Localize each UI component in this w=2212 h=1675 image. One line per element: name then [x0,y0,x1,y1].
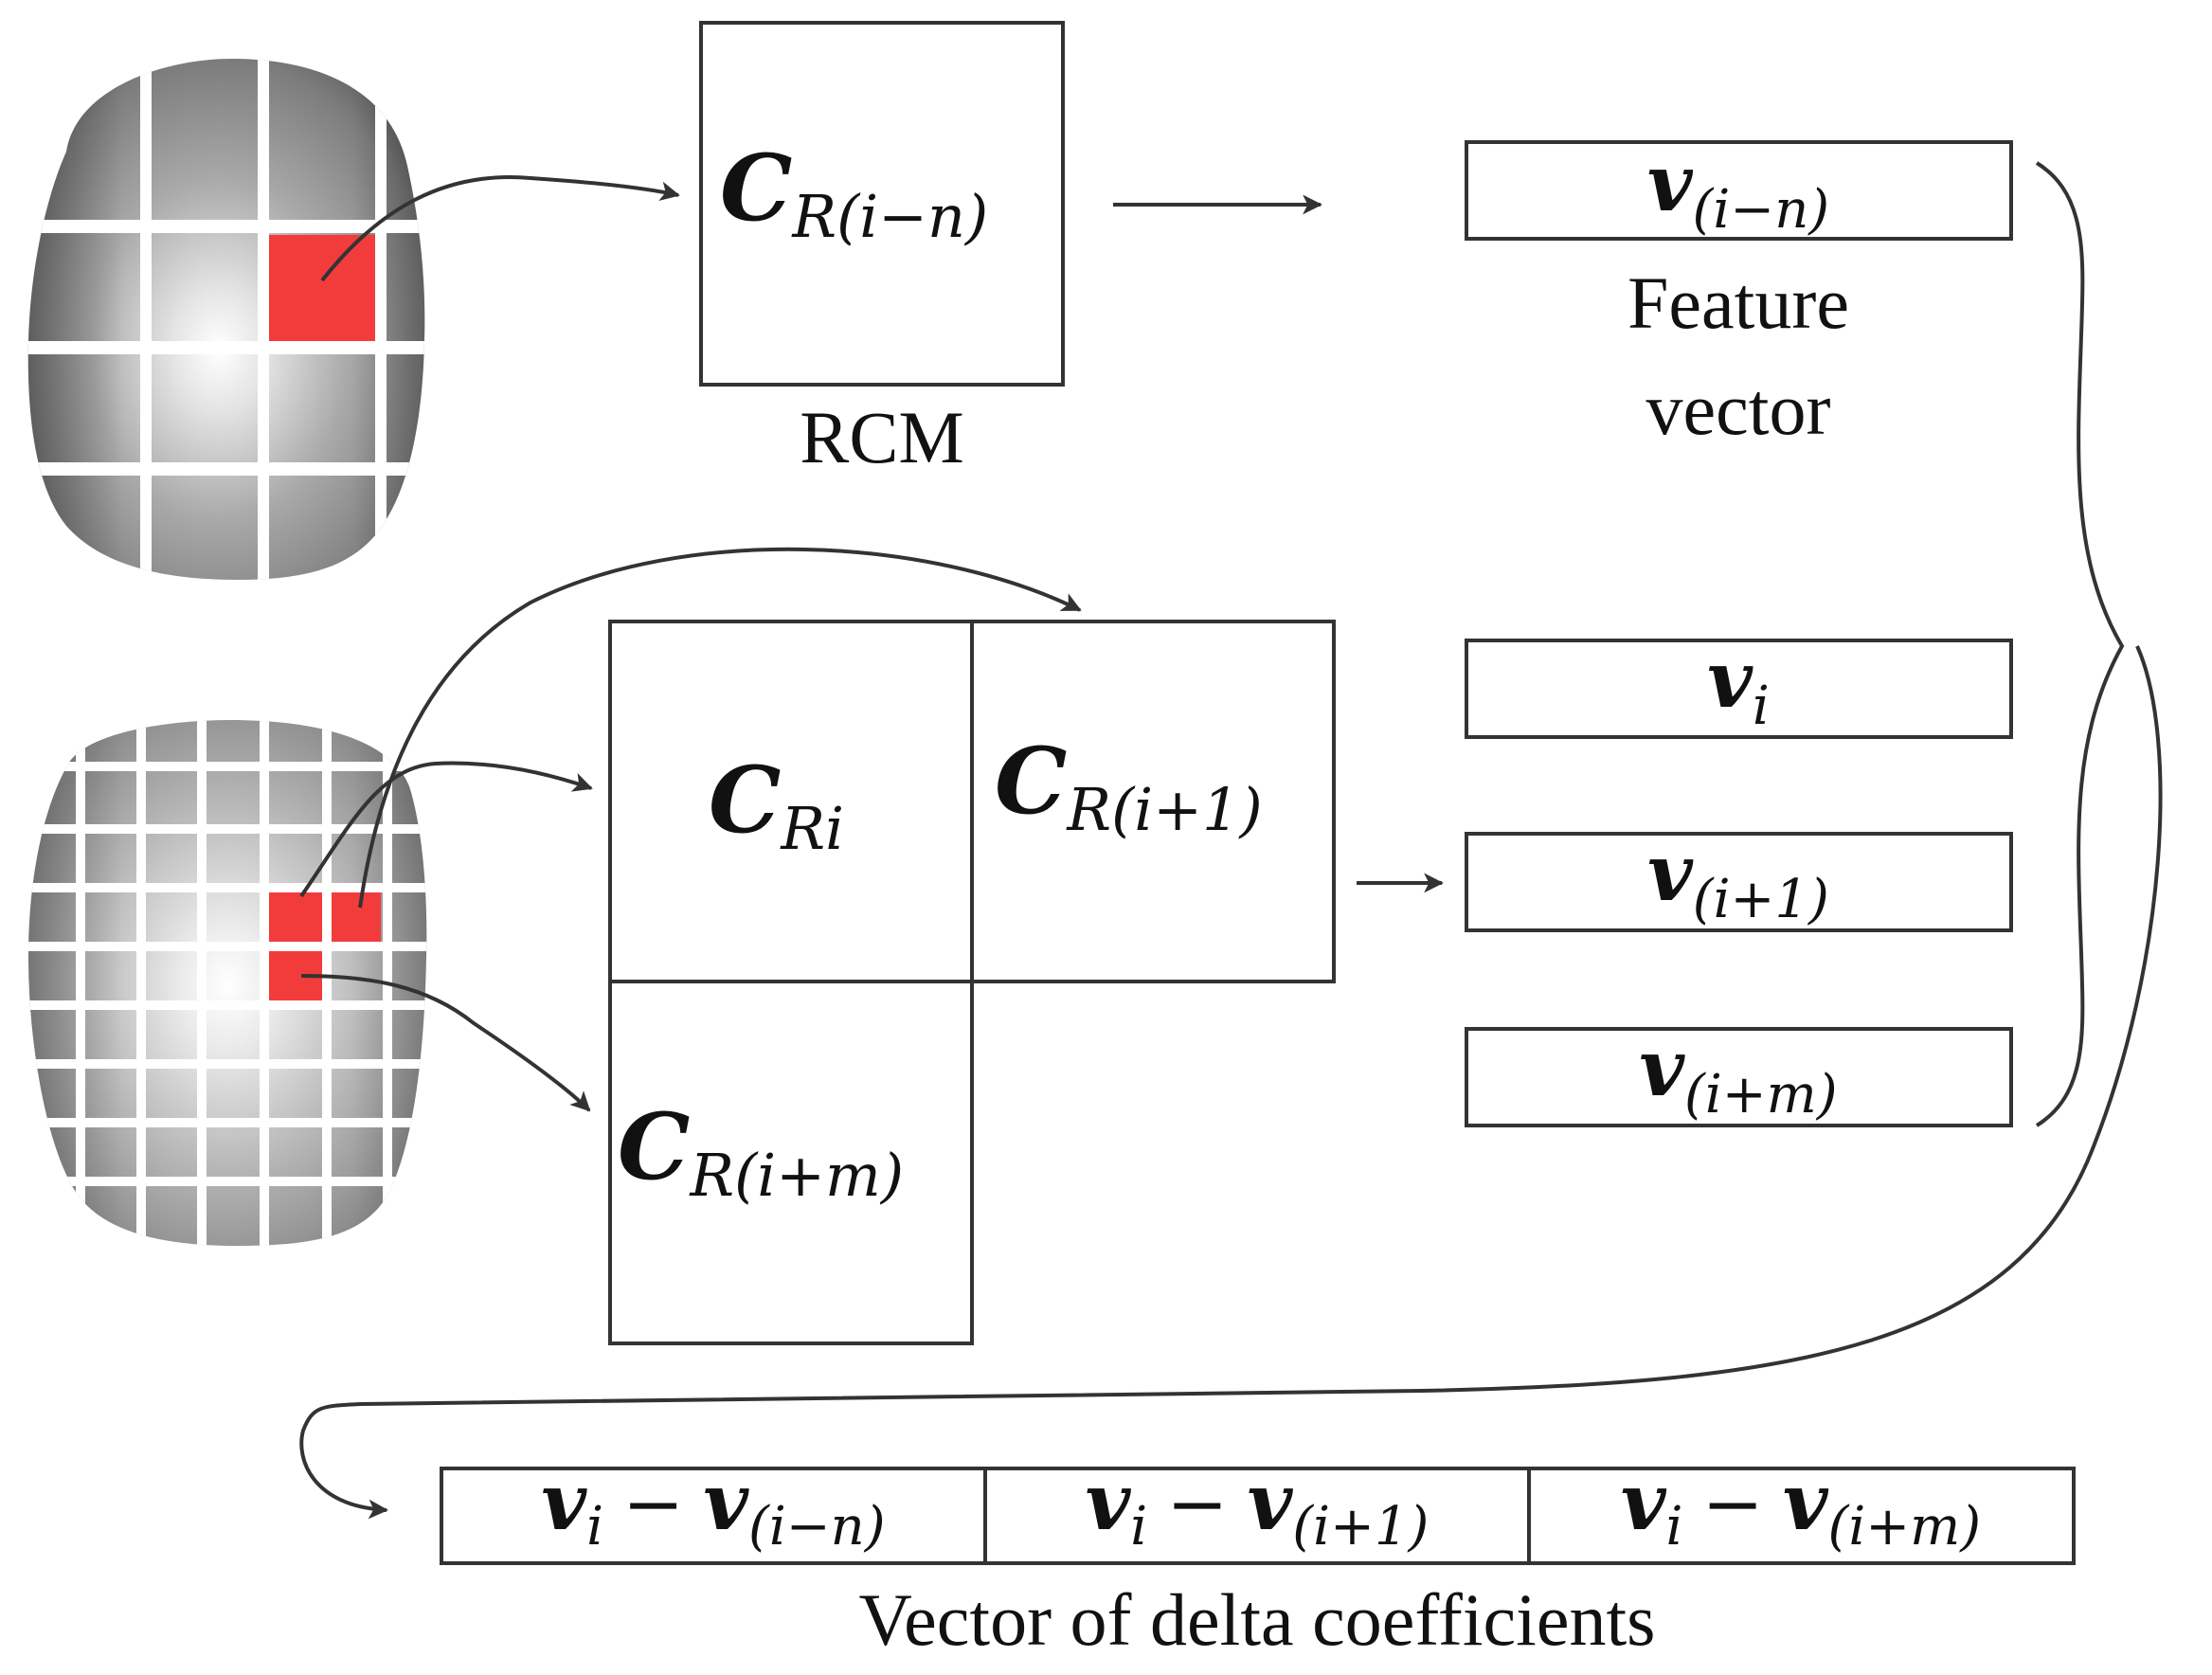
delta-cell-i-minus-n-box [440,1467,987,1565]
face-image-fine [28,720,427,1246]
rcm-box-i-plus-m [608,980,974,1345]
rcm-box-frame [699,21,1065,387]
arrows [299,175,2163,1520]
delta-vector: vi−v(i−n) vi−v(i+1) vi−v(i+m) [440,1457,2076,1565]
feature-vector-box [1465,639,2013,739]
rcm-label-c-r-i-minus-n: CR(i−n) [720,135,988,251]
rcm-label-c-ri: CRi [709,747,844,863]
feature-vector-label: v(i−n) [1647,138,1829,241]
arrow-face-to-rcm-i-plus-m [300,974,591,1112]
coarse-grid-lines [27,59,425,580]
rcm-label-c-r-i-plus-m: CR(i+m) [618,1093,904,1210]
delta-cell-i-plus-m-box [1527,1467,2076,1565]
feature-vector-label: v(i+m) [1639,1023,1837,1126]
feature-vector-label: vi [1707,635,1770,737]
delta-vector-caption: Vector of delta coefficients [858,1578,1655,1661]
rcm-caption: RCM [800,396,963,478]
arrow-brace-to-delta [299,645,2163,1520]
feature-vector-box [1465,832,2013,932]
rcm-box-ri [608,620,974,983]
feature-vector-i-minus-n: v(i−n) [1465,138,2013,241]
face-image-coarse [27,59,425,580]
face-fine-side-shadow [28,720,427,1246]
feature-vector-box [1465,1027,2013,1127]
feature-vector-i: vi [1465,635,2013,739]
feature-vector-box [1465,140,2013,241]
grouping-brace [2035,161,2125,1127]
highlighted-region-top [269,235,375,341]
delta-cell-i-plus-1-box [983,1467,1531,1565]
delta-cell-i-plus-m-label: vi−v(i+m) [1621,1457,1981,1558]
feature-vector-caption-line1: Feature [1628,261,1849,344]
highlighted-region-center [269,892,322,942]
delta-cell-i-plus-1-label: vi−v(i+1) [1086,1457,1430,1558]
arrow-face-to-rcm-i-plus-1 [358,547,1082,909]
rcm-box-i-minus-n: CR(i−n) [699,21,1065,387]
delta-cell-i-minus-n-label: vi−v(i−n) [541,1457,885,1558]
feature-vector-caption-line2: vector [1646,368,1831,450]
arrow-face-to-rcm-top [320,175,680,282]
rcm-box-i-plus-1 [970,620,1336,983]
arrow-face-to-rcm-ri [299,761,593,898]
rcm-block-group: CRi CR(i+1) CR(i+m) [608,620,1336,1345]
feature-vector-i-plus-1: v(i+1) [1465,828,2013,932]
feature-vector-i-plus-m: v(i+m) [1465,1023,2013,1127]
rcm-label-c-r-i-plus-1: CR(i+1) [995,728,1263,844]
feature-vector-label: v(i+1) [1647,828,1829,930]
highlighted-region-right [332,892,381,942]
